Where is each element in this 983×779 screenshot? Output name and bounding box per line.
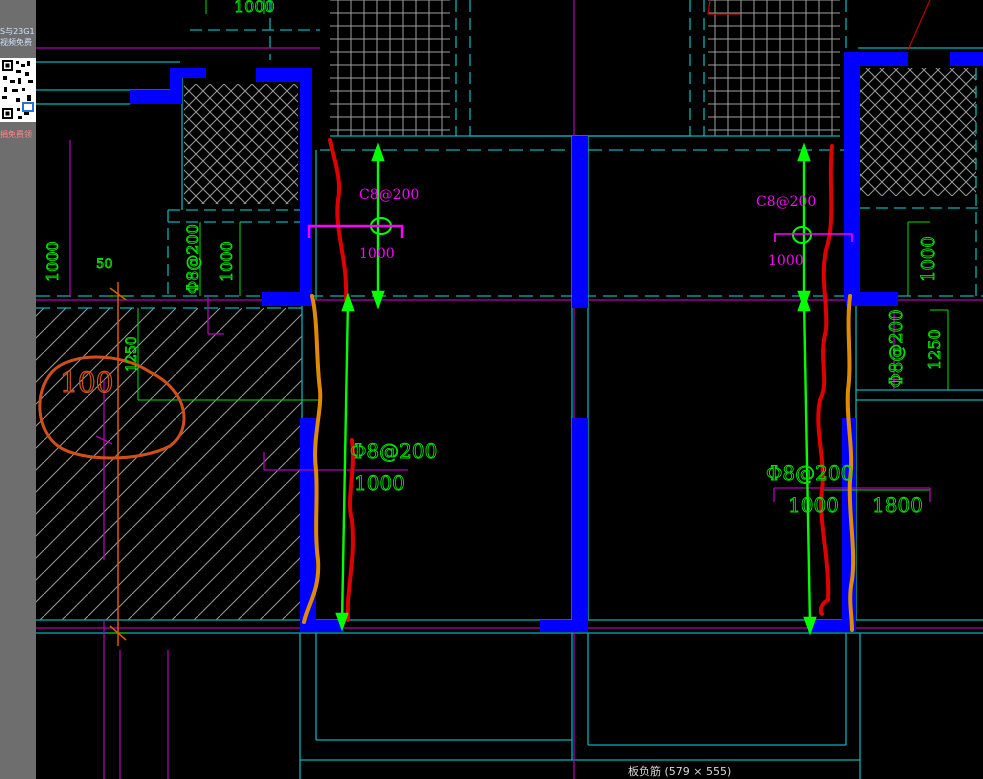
handwritten-label: 100 — [60, 366, 113, 399]
cad-top-dim2: 1000 — [918, 236, 939, 282]
left-red-rebar — [328, 138, 349, 302]
cad-left-edge-len2: 1250 — [124, 336, 140, 372]
cad-top-dim: 1000 — [234, 0, 275, 16]
right-brick-shaft — [708, 0, 840, 136]
right-red-rebar — [816, 144, 834, 616]
left-orange-rebar — [302, 294, 323, 624]
red-stray-lines — [707, 0, 931, 51]
cad-left-edge-len: 1000 — [43, 241, 62, 282]
green-rebar-markers — [370, 217, 812, 244]
right-orange-rebar — [845, 294, 856, 632]
orange-rebar-lines — [302, 294, 856, 632]
promo-text: S与23G1 — [0, 27, 35, 36]
cad-right-spec: Φ8@200 — [766, 461, 853, 485]
cad-small-dim: 50 — [96, 257, 113, 272]
cad-right-len-b: 1800 — [872, 493, 923, 517]
cad-left-panel-len: 1000 — [217, 241, 236, 282]
green-span-arrows — [335, 142, 817, 636]
left-rebar-spec: C8@200 — [359, 187, 419, 203]
cad-green-labels: Φ8@200 1000 Φ8@200 1000 1800 1000 50 Φ8@… — [43, 0, 945, 517]
magenta-rebar-brackets — [307, 224, 853, 242]
cad-right-vertical-len: 1250 — [925, 329, 944, 370]
red-rebar-lines — [328, 138, 834, 622]
left-rebar-length: 1000 — [359, 246, 395, 262]
left-bracket — [307, 224, 404, 238]
orange-dimension-axis — [109, 282, 127, 646]
cad-drawing-canvas: 100 C8@200 1000 C8@200 1000 — [36, 0, 983, 779]
right-bracket — [774, 233, 853, 242]
promo-text: 捐免费领 — [0, 130, 32, 139]
promo-text: 视频免费 — [0, 38, 32, 47]
left-red-rebar-lower — [345, 438, 355, 622]
handwritten-annotation: 100 — [38, 355, 186, 460]
handwritten-circle — [38, 355, 186, 460]
image-size-caption: 板负筋 (579 × 555) — [628, 765, 732, 778]
magenta-labels: C8@200 1000 C8@200 1000 — [359, 187, 816, 269]
left-brick-shaft — [330, 0, 450, 136]
cad-magenta-dim — [95, 296, 931, 560]
left-crosshatch-window — [184, 84, 298, 204]
hatch-regions — [36, 0, 976, 620]
cad-left-vertical-spec: Φ8@200 — [350, 439, 437, 463]
qr-code[interactable] — [0, 58, 36, 122]
grid-lines — [36, 0, 983, 779]
cad-right-vertical-spec: Φ8@200 — [886, 309, 907, 388]
left-hatched-zone — [36, 308, 302, 620]
cad-right-len-a: 1000 — [788, 493, 839, 517]
right-rebar-marker — [792, 226, 812, 244]
right-rebar-spec: C8@200 — [756, 194, 816, 210]
cad-left-panel-spec: Φ8@200 — [183, 224, 202, 294]
right-rebar-length: 1000 — [768, 253, 804, 269]
right-crosshatch-window — [860, 68, 976, 196]
left-promo-gutter: S与23G1 视频免费 捐免费领 — [0, 0, 36, 779]
cad-left-vertical-len: 1000 — [354, 471, 405, 495]
